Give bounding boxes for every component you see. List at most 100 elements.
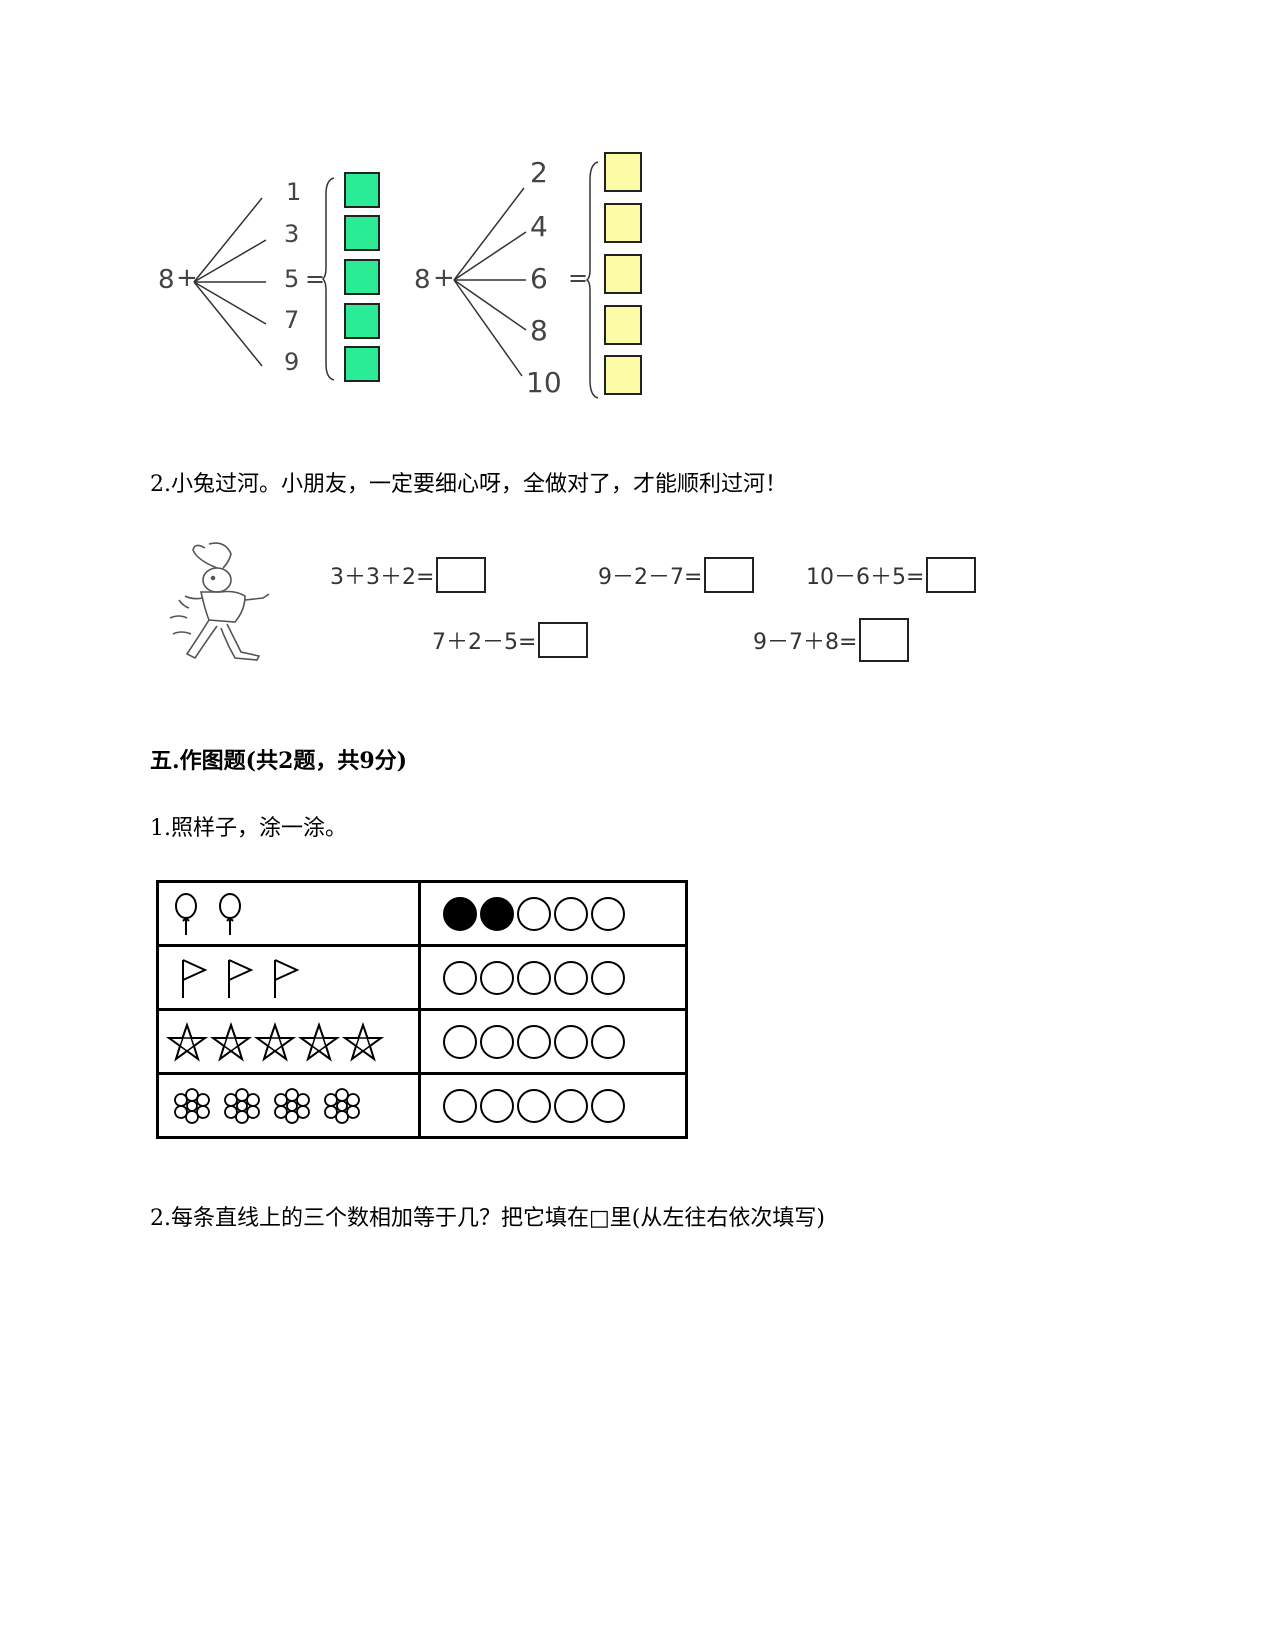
icon-cell — [156, 1072, 421, 1139]
equation-3-text: 10－6＋5= — [806, 565, 925, 590]
answer-box[interactable] — [436, 557, 487, 593]
star-icon — [253, 1021, 297, 1062]
answer-box[interactable] — [604, 254, 642, 294]
star-icon — [341, 1021, 385, 1062]
diagram2-brace — [586, 161, 599, 399]
branch-line — [453, 187, 525, 281]
diagram2-equals: = — [568, 264, 589, 292]
answer-box[interactable] — [704, 557, 755, 593]
branch-line — [193, 239, 267, 283]
empty-circle[interactable] — [554, 1024, 588, 1059]
diagram1-addend: 1 — [286, 178, 302, 206]
empty-circle[interactable] — [554, 1088, 588, 1123]
answer-box[interactable] — [344, 172, 380, 208]
circle-cell — [418, 1072, 688, 1139]
equation-3: 10－6＋5= — [806, 557, 977, 593]
balloon-icon — [175, 892, 197, 935]
answer-box[interactable] — [604, 203, 642, 243]
star-icon — [209, 1021, 253, 1062]
empty-circle[interactable] — [591, 896, 625, 931]
answer-box[interactable] — [344, 259, 380, 295]
flower-icon — [174, 1087, 210, 1124]
answer-box[interactable] — [604, 305, 642, 345]
empty-circle[interactable] — [480, 960, 514, 995]
balloon-icon — [219, 892, 241, 935]
table-row — [156, 944, 688, 1011]
empty-circle[interactable] — [591, 1024, 625, 1059]
answer-box[interactable] — [344, 215, 380, 251]
diagram2-addend: 4 — [530, 210, 548, 243]
diagram1-addend: 5 — [284, 265, 300, 293]
equation-1: 3＋3＋2= — [330, 557, 487, 593]
equation-5: 9－7＋8= — [753, 618, 910, 662]
diagram2-branch-lines — [453, 187, 527, 377]
diagram2-plus: + — [433, 263, 455, 293]
answer-box[interactable] — [344, 346, 380, 382]
equation-1-text: 3＋3＋2= — [330, 565, 435, 590]
flag-icon — [228, 958, 254, 998]
branch-line — [193, 281, 263, 367]
table-row — [156, 1072, 688, 1139]
diagram1-equals: = — [305, 265, 326, 293]
diagram2-addend: 6 — [530, 262, 548, 295]
rabbit-drawing — [169, 542, 270, 661]
answer-box[interactable] — [604, 152, 642, 192]
icon-cell — [156, 1008, 421, 1075]
branch-line — [193, 281, 267, 325]
answer-box[interactable] — [926, 557, 977, 593]
circle-cell — [418, 944, 688, 1011]
equation-4-text: 7＋2－5= — [432, 630, 537, 655]
empty-circle[interactable] — [443, 1024, 477, 1059]
equation-2-text: 9－2－7= — [598, 565, 703, 590]
diagram1-addend: 9 — [284, 348, 300, 376]
star-icon — [165, 1021, 209, 1062]
diagram1-brace — [322, 177, 335, 381]
flag-icon — [182, 958, 208, 998]
table-row — [156, 1008, 688, 1075]
coloring-table — [156, 880, 688, 1139]
answer-box[interactable] — [344, 303, 380, 339]
flower-icon — [324, 1087, 360, 1124]
icon-cell — [156, 944, 421, 1011]
diagram2-addend: 10 — [526, 366, 562, 399]
branch-line — [453, 231, 527, 281]
filled-circle[interactable] — [443, 896, 477, 931]
diagram1-base: 8 — [158, 265, 175, 295]
section-5-question-2-text: 2.每条直线上的三个数相加等于几？把它填在□里(从左往右依次填写) — [150, 1206, 825, 1231]
empty-circle[interactable] — [517, 960, 551, 995]
answer-box[interactable] — [604, 355, 642, 395]
icon-cell — [156, 880, 421, 947]
diagram2-addend: 8 — [530, 314, 548, 347]
flag-icon — [274, 958, 300, 998]
empty-circle[interactable] — [517, 1024, 551, 1059]
empty-circle[interactable] — [554, 896, 588, 931]
branch-line — [453, 279, 527, 331]
question-2-text: 2.小兔过河。小朋友，一定要细心呀，全做对了，才能顺利过河！ — [150, 472, 787, 497]
empty-circle[interactable] — [443, 960, 477, 995]
diagram2-addend: 2 — [530, 156, 548, 189]
empty-circle[interactable] — [480, 1024, 514, 1059]
branch-line — [453, 279, 523, 377]
empty-circle[interactable] — [480, 1088, 514, 1123]
empty-circle[interactable] — [517, 896, 551, 931]
diagram1-addend: 3 — [284, 220, 300, 248]
answer-box[interactable] — [538, 622, 589, 658]
table-row — [156, 880, 688, 947]
flower-icon — [224, 1087, 260, 1124]
empty-circle[interactable] — [591, 1088, 625, 1123]
empty-circle[interactable] — [517, 1088, 551, 1123]
filled-circle[interactable] — [480, 896, 514, 931]
equation-5-text: 9－7＋8= — [753, 630, 858, 655]
empty-circle[interactable] — [443, 1088, 477, 1123]
branch-line — [193, 197, 263, 283]
diagram1-branch-lines — [193, 197, 267, 367]
answer-box[interactable] — [859, 618, 910, 662]
empty-circle[interactable] — [554, 960, 588, 995]
empty-circle[interactable] — [591, 960, 625, 995]
flower-icon — [274, 1087, 310, 1124]
section-5-title: 五.作图题(共2题，共9分) — [150, 748, 408, 774]
star-icon — [297, 1021, 341, 1062]
equation-2: 9－2－7= — [598, 557, 755, 593]
diagram1-addend: 7 — [284, 306, 300, 334]
equation-4: 7＋2－5= — [432, 622, 589, 658]
